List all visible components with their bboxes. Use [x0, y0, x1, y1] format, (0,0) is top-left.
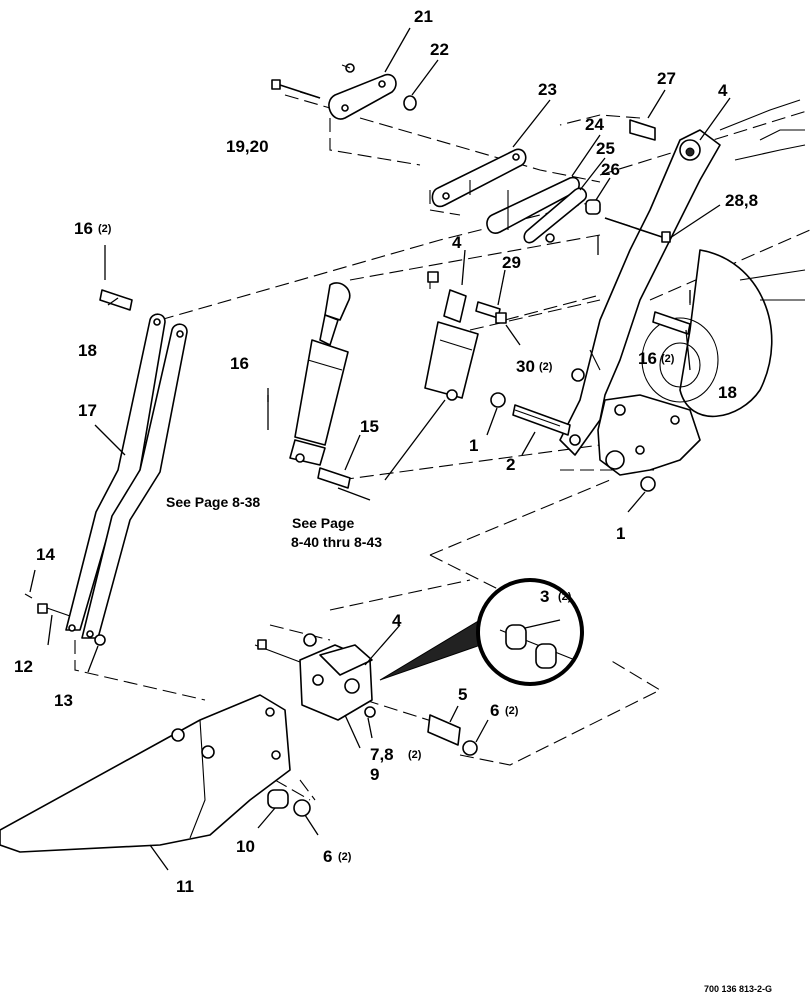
- bolt-28-8: [604, 217, 671, 243]
- spacer-27: [629, 119, 656, 141]
- bolt-12: [37, 603, 71, 617]
- callout-17: 17: [78, 401, 97, 420]
- callout-16-left: 16: [74, 219, 93, 238]
- frame-structure: [559, 99, 806, 476]
- callout-6-left: 6: [323, 847, 332, 866]
- pin-29: [427, 271, 507, 324]
- callout-11: 11: [176, 877, 194, 896]
- washer-6-left: [293, 799, 311, 817]
- detail-inset-bushings-3: [379, 578, 584, 686]
- callout-15: 15: [360, 417, 379, 436]
- callout-21: 21: [414, 7, 433, 26]
- figure-number: 700 136 813-2-G: [704, 984, 772, 994]
- reference-notes: See Page 8-38 See Page 8-40 thru 8-43: [166, 494, 382, 550]
- callout-4-middle: 4: [452, 233, 462, 252]
- callout-30: 30: [516, 357, 535, 376]
- callout-22: 22: [430, 40, 449, 59]
- qty-30: (2): [539, 361, 553, 373]
- callout-14: 14: [36, 545, 55, 564]
- arm-17: [65, 313, 188, 639]
- callout-23: 23: [538, 80, 557, 99]
- callout-29: 29: [502, 253, 521, 272]
- note-see-page-8-38: See Page 8-38: [166, 494, 260, 510]
- callout-7-8: 7,8: [370, 745, 394, 764]
- callout-25: 25: [596, 139, 615, 158]
- callout-24: 24: [585, 115, 604, 134]
- qty-16-right: (2): [661, 353, 675, 365]
- callout-12: 12: [14, 657, 33, 676]
- bracket-9: [254, 633, 373, 721]
- callout-18-left: 18: [78, 341, 97, 360]
- bolt-7-8: [364, 706, 376, 718]
- callout-18-right: 18: [718, 383, 737, 402]
- callout-4-lower: 4: [392, 611, 402, 630]
- plate-25: [523, 187, 588, 244]
- callout-labels: 21 22 19,20 23 27 4 24 25 26 28,8 16 (2)…: [14, 7, 758, 896]
- callout-2: 2: [506, 455, 515, 474]
- washer-6-right: [462, 740, 478, 756]
- shield-11: [0, 694, 291, 853]
- nut-1-upper: [490, 392, 506, 408]
- callout-4-top: 4: [718, 81, 728, 100]
- bushing-26: [585, 199, 601, 215]
- hydraulic-cylinder-left: [289, 282, 351, 489]
- callout-1-upper: 1: [469, 436, 478, 455]
- callout-5: 5: [458, 685, 467, 704]
- nut-1-lower: [640, 476, 656, 492]
- note-see-page-8-40-line1: See Page: [292, 515, 354, 531]
- hydraulic-cylinder-center: [424, 289, 479, 401]
- callout-26: 26: [601, 160, 620, 179]
- link-plate-21: [328, 63, 397, 120]
- qty-16-left: (2): [98, 223, 112, 235]
- callout-6-right: 6: [490, 701, 499, 720]
- spacer-5: [427, 714, 461, 746]
- qty-3: (2): [558, 591, 572, 603]
- callout-10: 10: [236, 837, 255, 856]
- bolt-19-20: [271, 79, 321, 99]
- clip-14: [24, 593, 33, 599]
- callout-16-middle: 16: [230, 354, 249, 373]
- callout-28-8: 28,8: [725, 191, 758, 210]
- callout-19-20: 19,20: [226, 137, 269, 156]
- qty-6-left: (2): [338, 851, 352, 863]
- nut-13: [94, 634, 106, 646]
- bushing-22: [403, 95, 417, 111]
- stud-2: [512, 404, 571, 436]
- bushing-10: [267, 789, 289, 809]
- qty-6-right: (2): [505, 705, 519, 717]
- callout-1-lower: 1: [616, 524, 625, 543]
- callout-27: 27: [657, 69, 676, 88]
- leader-lines: [29, 27, 731, 871]
- link-23: [431, 148, 527, 208]
- note-see-page-8-40-line2: 8-40 thru 8-43: [291, 534, 382, 550]
- callout-3: 3: [540, 587, 549, 606]
- callout-13: 13: [54, 691, 73, 710]
- callout-9: 9: [370, 765, 379, 784]
- qty-7-8: (2): [408, 749, 422, 761]
- callout-16-right: 16: [638, 349, 657, 368]
